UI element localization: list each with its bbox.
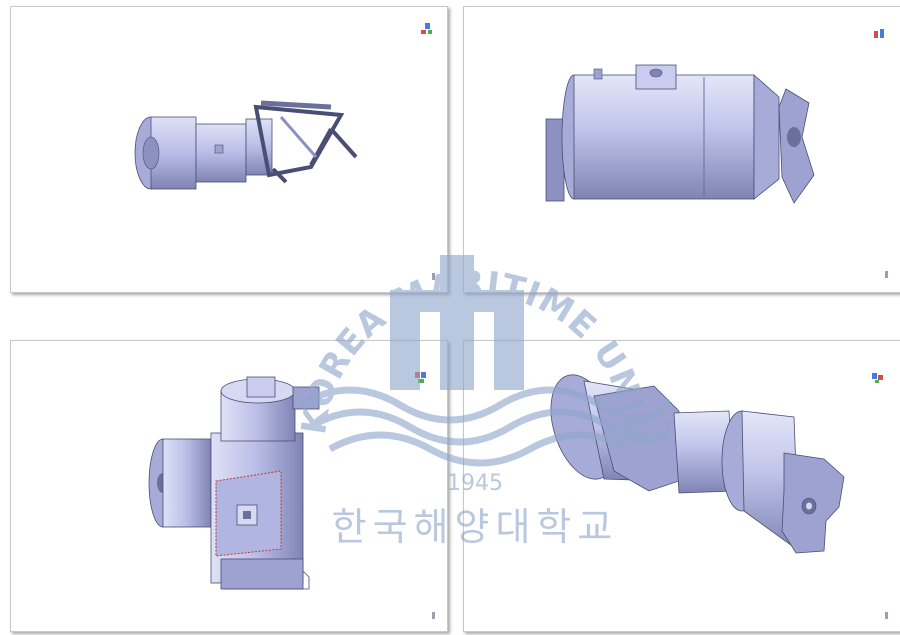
axis-triad-icon [413,369,429,385]
view-marker [885,612,888,619]
cad-view-1[interactable] [10,6,448,293]
coupling-assembly-model [550,374,845,554]
axis-triad-icon [872,27,888,43]
axis-triad-icon [870,369,886,385]
view-marker [885,271,888,278]
cad-view-2[interactable] [463,6,900,293]
cad-view-4[interactable] [463,340,900,632]
cad-view-3[interactable] [10,340,448,632]
axis-triad-icon [419,21,435,37]
view-marker [432,612,435,619]
actuator-with-bracket-model [134,100,358,190]
view-marker [432,273,435,280]
cylinder-housing-model [545,64,815,204]
vertical-housing-model [148,376,320,590]
